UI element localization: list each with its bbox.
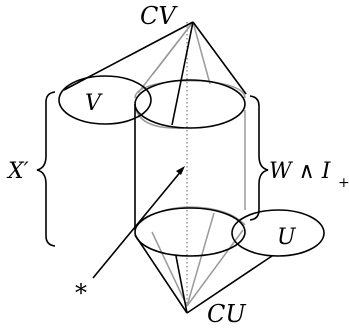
basepoint-arrow	[92, 169, 183, 279]
label-plus-subscript: +	[338, 175, 349, 191]
cone-top-gray-mid	[192, 21, 211, 85]
right-curly-brace	[249, 95, 269, 221]
hidden-lines	[134, 21, 246, 307]
visible-lines	[58, 21, 325, 314]
label-basepoint-star: *	[75, 279, 87, 307]
left-curly-brace	[36, 91, 56, 247]
label-v: V	[85, 91, 103, 116]
v-ellipse	[58, 75, 152, 125]
cone-bottom-gray-mid	[186, 212, 215, 307]
cone-bottom-gray-left	[151, 231, 188, 307]
label-cv: CV	[140, 2, 178, 30]
cone-top-front-edge	[171, 21, 194, 126]
cylinder-top-ellipse	[134, 79, 246, 129]
label-x-prime: X′	[6, 159, 29, 184]
cylinder-bottom-back-arc	[134, 206, 246, 229]
cone-bottom-right-edge	[186, 255, 273, 314]
basepoint-arrowhead	[176, 166, 185, 175]
cone-top-right-edge	[192, 21, 247, 95]
u-ellipse	[231, 209, 325, 257]
label-cu: CU	[207, 300, 246, 328]
cylinder-top-back-arc	[134, 80, 246, 99]
cone-bottom-left-edge	[134, 234, 188, 314]
cylinder-bottom-ellipse	[134, 207, 246, 257]
label-u: U	[277, 225, 297, 250]
cone-bottom-front-edge	[175, 255, 188, 314]
label-w-smash-i: W ∧ I	[269, 159, 332, 184]
cone-bottom-gray-right	[186, 229, 244, 307]
